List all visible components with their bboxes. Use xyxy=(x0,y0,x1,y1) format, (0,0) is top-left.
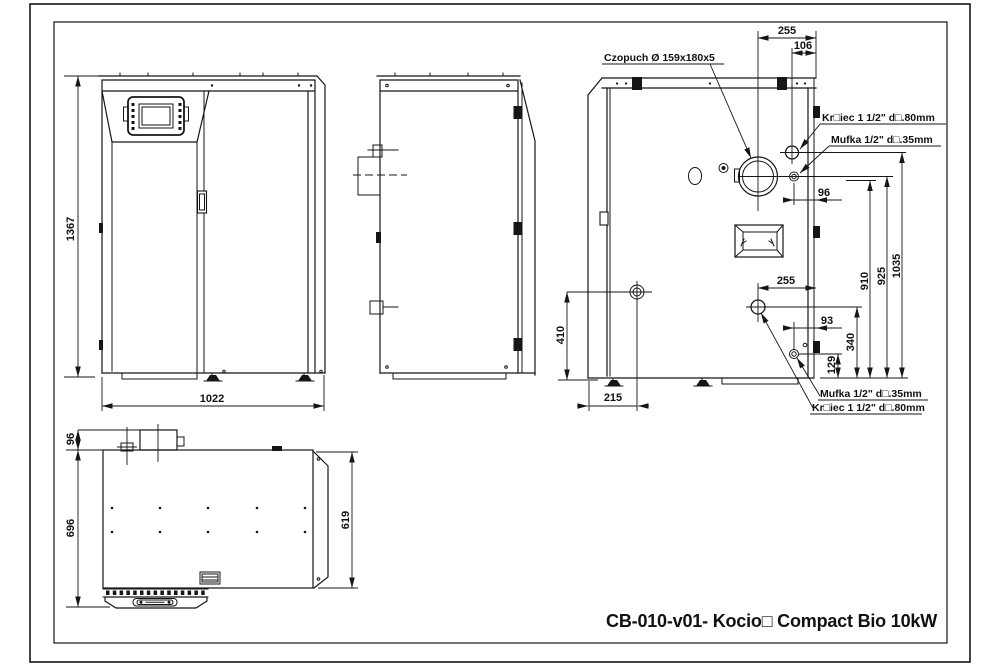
sleeve-top-callout: Mufka 1/2" d□.35mm xyxy=(799,134,941,174)
name-plate xyxy=(199,571,221,585)
dim-rear-feed-height: 410 xyxy=(555,326,567,344)
dim-rear-lower-stub-offset: 255 xyxy=(777,275,795,287)
sleeve-bottom-callout: Mufka 1/2" d□.35mm xyxy=(796,357,928,401)
dim-top-depth-body: 619 xyxy=(340,511,352,529)
screw-holes xyxy=(110,506,307,534)
dim-rear-height-1035: 1035 xyxy=(891,254,903,278)
hinge-icon xyxy=(813,341,820,353)
control-panel xyxy=(123,96,189,136)
dim-rear-flue-offset: 255 xyxy=(778,25,796,37)
hinge-icon xyxy=(813,226,820,238)
front-view: 1367 1022 xyxy=(64,72,326,411)
dim-rear-lower-stub-height: 340 xyxy=(845,333,857,351)
flue-pipe-side xyxy=(353,144,407,196)
front-tray xyxy=(104,596,208,609)
dim-rear-height-925: 925 xyxy=(876,267,888,285)
dim-rear-height-910: 910 xyxy=(859,272,871,290)
small-hole xyxy=(802,342,808,348)
dim-rear-sleeve-offset-top: 96 xyxy=(818,187,830,199)
hinge-icon xyxy=(813,106,820,118)
adjustable-foot xyxy=(295,369,323,382)
dim-rear-lower-sleeve-offset: 93 xyxy=(821,315,833,327)
label-flue: Czopuch Ø 159x180x5 xyxy=(604,52,715,64)
side-view xyxy=(353,72,536,380)
dim-rear-stub-offset: 106 xyxy=(794,40,812,52)
door-handle xyxy=(196,190,208,214)
small-port xyxy=(718,163,729,173)
side-fitting xyxy=(369,300,399,315)
hinge-icon xyxy=(513,338,523,351)
dim-rear-feed-offset: 215 xyxy=(604,392,622,404)
sleeve-port-bottom xyxy=(789,349,799,359)
dim-top-depth-total: 696 xyxy=(65,519,77,537)
label-stub-top: Kr□iec 1 1/2" d□.80mm xyxy=(822,112,935,124)
hinge-icon xyxy=(513,106,523,119)
dim-front-height: 1367 xyxy=(65,217,77,241)
stub-bottom-callout: Kr□iec 1 1/2" d□.80mm xyxy=(760,312,925,415)
sleeve-port-top xyxy=(789,171,799,182)
hinge-icon xyxy=(513,222,523,235)
top-view: 96 696 619 xyxy=(65,424,358,609)
drawing-title: CB-010-v01- Kocio□ Compact Bio 10kW xyxy=(606,611,937,631)
vent-grille xyxy=(102,588,209,598)
rear-view: 255 106 96 910 925 1035 255 93 340 129 4… xyxy=(555,25,946,415)
label-sleeve-top: Mufka 1/2" d□.35mm xyxy=(831,134,933,146)
dim-front-width: 1022 xyxy=(200,393,224,405)
dim-top-flue-protrusion: 96 xyxy=(65,433,77,445)
flue-protrusion xyxy=(117,424,185,465)
adjustable-foot xyxy=(604,377,624,387)
oval-hole xyxy=(688,167,702,185)
adjustable-foot xyxy=(693,377,713,387)
flue-callout: Czopuch Ø 159x180x5 xyxy=(602,52,752,159)
panel-buttons xyxy=(131,103,182,130)
adjustable-foot xyxy=(203,369,226,382)
drawing-frame xyxy=(29,3,971,663)
label-sleeve-bottom: Mufka 1/2" d□.35mm xyxy=(820,388,922,400)
stub-top-callout: Kr□iec 1 1/2" d□.80mm xyxy=(799,112,946,150)
dim-rear-lower-sleeve-height: 129 xyxy=(826,356,838,374)
inspection-opening xyxy=(734,224,784,258)
label-stub-bottom: Kr□iec 1 1/2" d□.80mm xyxy=(812,402,925,414)
